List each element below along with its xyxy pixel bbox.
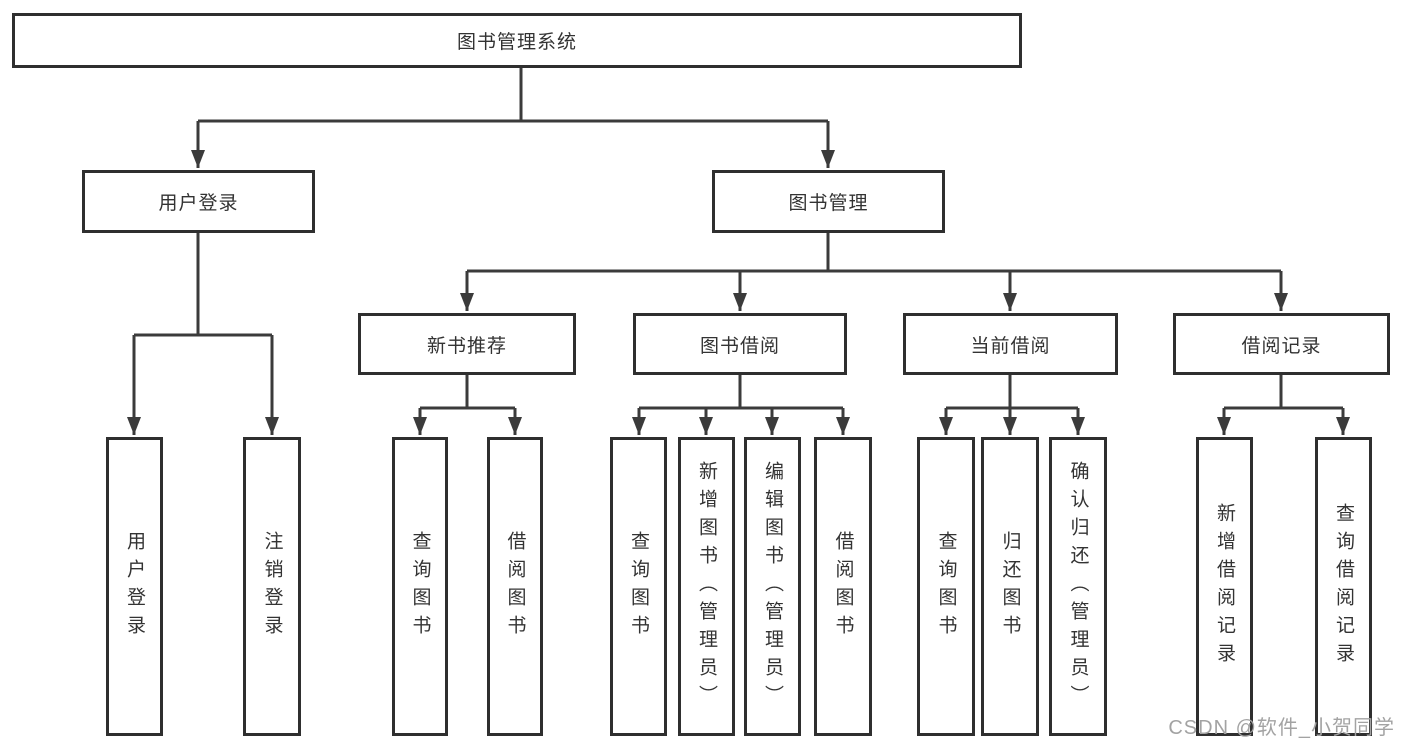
node-current-borrow: 当前借阅 xyxy=(903,313,1118,375)
node-new-book-recommend: 新书推荐 xyxy=(358,313,576,375)
leaf-borrow-books-2: 借阅图书 xyxy=(814,437,872,736)
connector-book-borrow-rail xyxy=(639,375,843,410)
node-label: 新书推荐 xyxy=(426,335,507,357)
leaf-query-borrow-record: 查询借阅记录 xyxy=(1315,437,1372,736)
connector-book-management-rail xyxy=(467,233,1281,273)
leaf-add-book-admin: 新增图书（管理员） xyxy=(678,437,735,736)
node-label: 借阅图书 xyxy=(832,530,854,643)
connector-user-login-rail xyxy=(134,233,272,337)
node-library-management-system: 图书管理系统 xyxy=(12,13,1022,68)
node-label: 归还图书 xyxy=(999,530,1021,643)
connector-current-borrow-rail xyxy=(946,375,1078,410)
node-user-login: 用户登录 xyxy=(82,170,315,233)
leaf-confirm-return-admin: 确认归还（管理员） xyxy=(1049,437,1107,736)
node-borrow-records: 借阅记录 xyxy=(1173,313,1390,375)
leaf-logout: 注销登录 xyxy=(243,437,301,736)
node-label: 图书管理系统 xyxy=(456,32,577,53)
node-label: 确认归还（管理员） xyxy=(1067,460,1089,713)
node-label: 注销登录 xyxy=(261,530,283,643)
leaf-query-books-1: 查询图书 xyxy=(392,437,448,736)
node-label: 编辑图书（管理员） xyxy=(762,460,783,713)
node-label: 查询图书 xyxy=(628,530,649,643)
node-label: 用户登录 xyxy=(124,530,145,643)
leaf-edit-book-admin: 编辑图书（管理员） xyxy=(744,437,801,736)
leaf-return-books: 归还图书 xyxy=(981,437,1039,736)
node-label: 借阅记录 xyxy=(1241,335,1322,357)
node-label: 当前借阅 xyxy=(970,335,1051,357)
node-book-borrow: 图书借阅 xyxy=(633,313,847,375)
node-label: 查询借阅记录 xyxy=(1333,502,1354,671)
node-label: 用户登录 xyxy=(158,193,239,214)
leaf-add-borrow-record: 新增借阅记录 xyxy=(1196,437,1253,736)
node-label: 借阅图书 xyxy=(504,530,526,643)
connector-borrow-records-rail xyxy=(1224,375,1343,410)
node-label: 新增图书（管理员） xyxy=(696,460,717,713)
leaf-query-books-3: 查询图书 xyxy=(917,437,975,736)
connector-root-rail xyxy=(198,68,828,123)
node-label: 查询图书 xyxy=(409,530,431,643)
leaf-user-login: 用户登录 xyxy=(106,437,163,736)
csdn-watermark: CSDN @软件_小贺同学 xyxy=(1168,717,1395,739)
node-label: 新增借阅记录 xyxy=(1214,502,1235,671)
node-label: 图书管理 xyxy=(788,193,869,214)
leaf-query-books-2: 查询图书 xyxy=(610,437,667,736)
node-book-management: 图书管理 xyxy=(712,170,945,233)
leaf-borrow-books-1: 借阅图书 xyxy=(487,437,543,736)
node-label: 查询图书 xyxy=(935,530,957,643)
connector-new-book-rail xyxy=(420,375,515,410)
node-label: 图书借阅 xyxy=(699,335,780,357)
